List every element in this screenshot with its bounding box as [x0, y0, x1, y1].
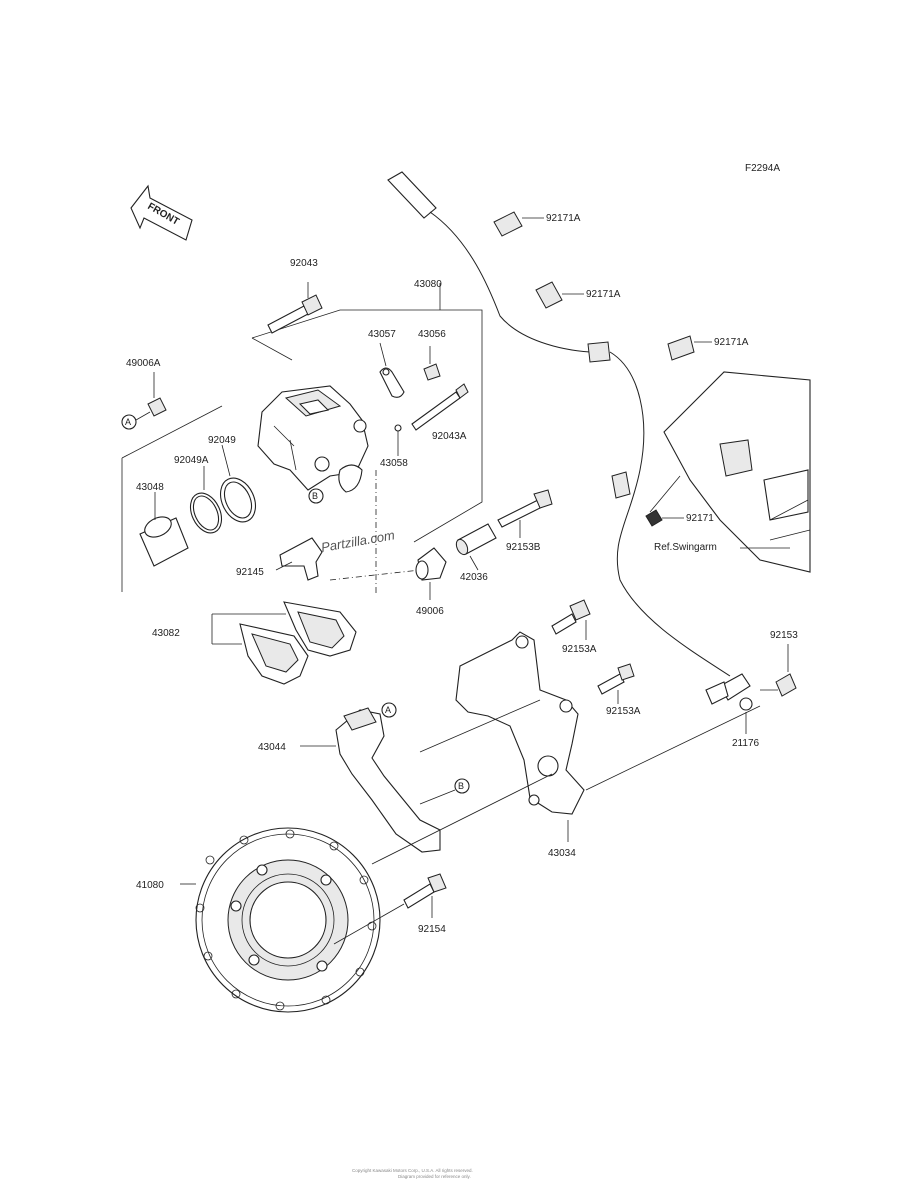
- clamp-92171A-2: [535, 281, 584, 309]
- bolt-92153: [760, 644, 797, 697]
- label-92154: 92154: [418, 924, 446, 935]
- label-21176: 21176: [732, 738, 760, 749]
- sensor-21176: [705, 681, 753, 734]
- bolt-92154: [333, 873, 447, 945]
- piston-43048: [139, 492, 189, 567]
- label-92049: 92049: [208, 435, 236, 446]
- callout-a-holder-text: A: [385, 705, 391, 715]
- bolt-92153B: [497, 489, 553, 538]
- label-43044: 43044: [258, 742, 286, 753]
- seal-92049A: [189, 466, 223, 534]
- label-92171: 92171: [686, 513, 714, 524]
- label-43034: 43034: [548, 848, 576, 859]
- clamp-92171: [645, 475, 684, 527]
- footer-line-2: Diagram provided for reference only.: [398, 1174, 471, 1179]
- cap-43058: [394, 424, 402, 456]
- label-43048: 43048: [136, 482, 164, 493]
- brake-pads-43082: [211, 601, 357, 685]
- figure-code: F2294A: [745, 163, 780, 174]
- bleeder-43056: [423, 346, 441, 381]
- bracket-43034: [455, 631, 585, 842]
- label-49006: 49006: [416, 606, 444, 617]
- label-43082: 43082: [152, 628, 180, 639]
- callout-b-caliper-text: B: [312, 491, 318, 501]
- clamp-92171A-3: [667, 335, 712, 361]
- sleeve-42036: [455, 523, 497, 571]
- reference-note: Ref.Swingarm: [654, 542, 717, 553]
- label-92153: 92153: [770, 630, 798, 641]
- bolt-92043: [267, 282, 323, 334]
- bolt-92153A-1: [551, 599, 591, 640]
- caliper-body: [257, 385, 369, 493]
- label-43080: 43080: [414, 279, 442, 290]
- callout-a-holder: A: [381, 702, 397, 718]
- callout-b-holder-text: B: [458, 781, 464, 791]
- caliper-assembly-outline: [121, 283, 483, 592]
- label-92171A-2: 92171A: [586, 289, 621, 300]
- clamp-92171A-1: [493, 211, 544, 237]
- holder-43044: [300, 707, 441, 853]
- callout-a-left-text: A: [125, 417, 131, 427]
- label-92145: 92145: [236, 567, 264, 578]
- boot-49006: [415, 547, 447, 600]
- brake-disc-41080: [180, 827, 381, 1013]
- label-49006A: 49006A: [126, 358, 161, 369]
- label-92171A-1: 92171A: [546, 213, 581, 224]
- label-42036: 42036: [460, 572, 488, 583]
- callout-b-holder: B: [454, 778, 470, 794]
- label-41080: 41080: [136, 880, 164, 891]
- label-43058: 43058: [380, 458, 408, 469]
- label-43056: 43056: [418, 329, 446, 340]
- swingarm-reference: [663, 371, 811, 573]
- spring-92145: [275, 537, 323, 581]
- label-43057: 43057: [368, 329, 396, 340]
- label-92049A: 92049A: [174, 455, 209, 466]
- callout-a-left: A: [121, 414, 137, 430]
- clip-43057: [379, 367, 405, 398]
- footer-line-1: Copyright Kawasaki Motors Corp., U.S.A. …: [352, 1168, 473, 1173]
- watermark-text: Partzilla.com: [320, 527, 396, 555]
- bolt-92153A-2: [597, 663, 635, 704]
- callout-b-caliper: B: [308, 488, 324, 504]
- label-92153B: 92153B: [506, 542, 541, 553]
- boot-49006A: [135, 372, 167, 421]
- label-92153A-1: 92153A: [562, 644, 597, 655]
- seal-92049: [219, 444, 257, 523]
- label-92153A-2: 92153A: [606, 706, 641, 717]
- front-arrow-icon: FRONT: [130, 184, 193, 241]
- label-92171A-3: 92171A: [714, 337, 749, 348]
- pin-92043A: [411, 383, 469, 431]
- label-92043A: 92043A: [432, 431, 467, 442]
- label-92043: 92043: [290, 258, 318, 269]
